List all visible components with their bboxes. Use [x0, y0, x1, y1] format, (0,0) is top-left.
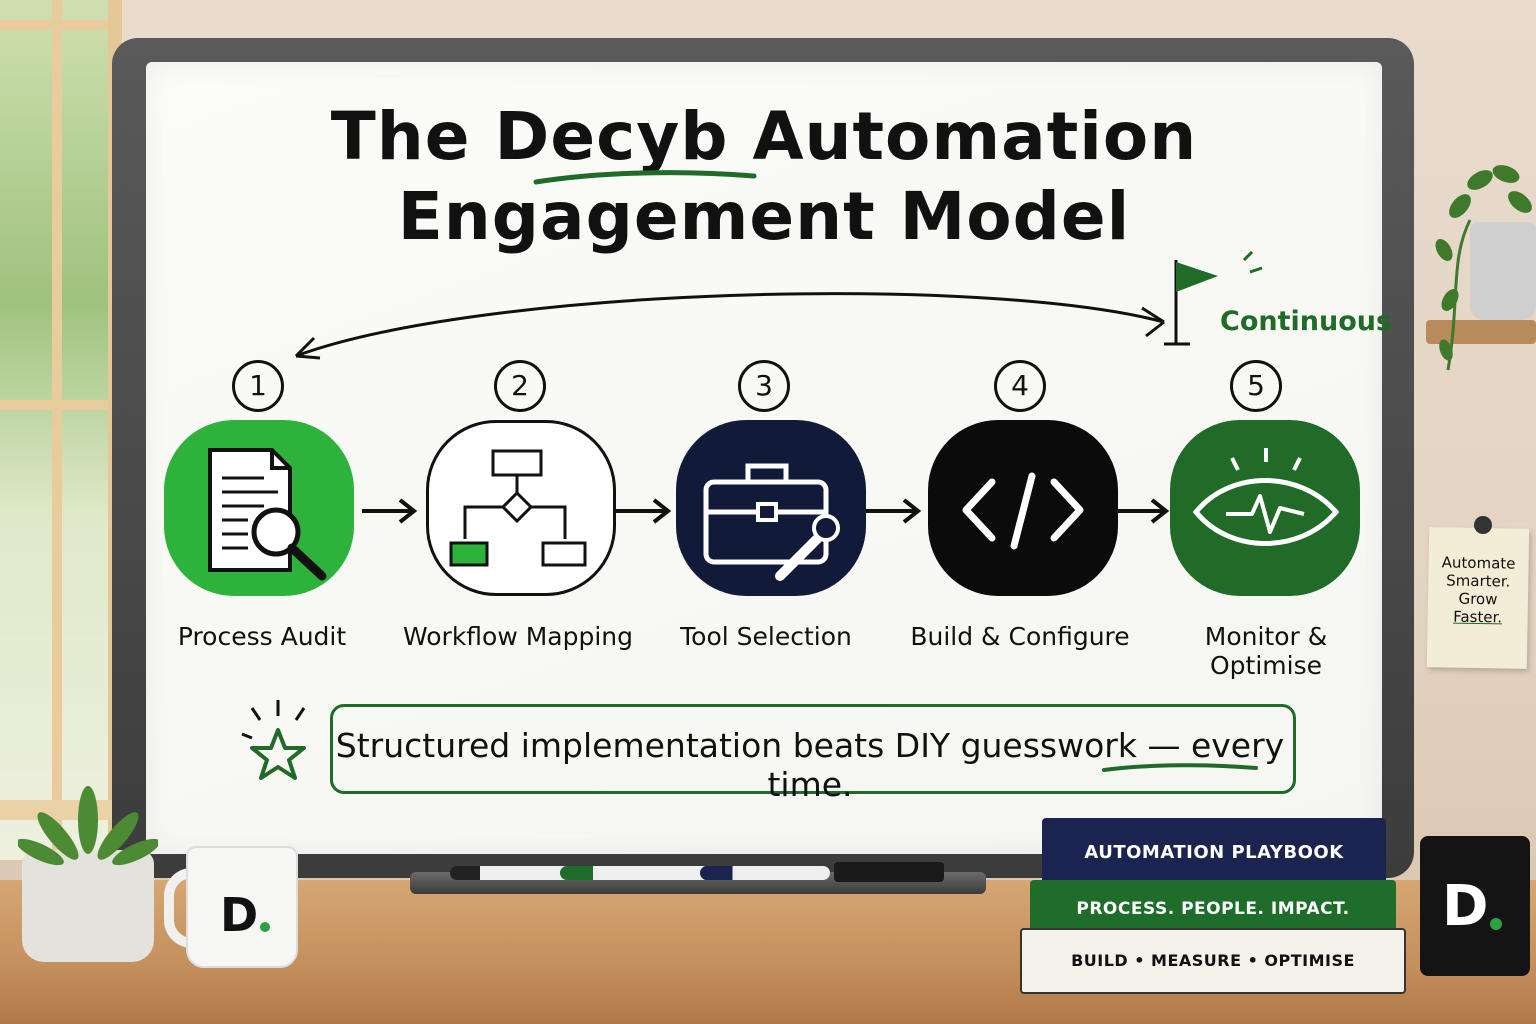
step-label: Monitor & Optimise — [1204, 622, 1328, 680]
title-line-1: The Decyb Automation — [330, 98, 1198, 175]
hanging-plant-icon — [1435, 165, 1532, 371]
eraser — [834, 862, 944, 882]
sticky-note-line: Smarter. — [1446, 571, 1511, 591]
window-mullion — [0, 20, 108, 30]
continuous-label: Continuous — [1220, 306, 1393, 337]
marker-green — [560, 866, 710, 880]
step-workflow-mapping — [426, 420, 616, 596]
sticky-note: Automate Smarter. Grow Faster. — [1426, 527, 1530, 669]
logo-dot — [260, 922, 270, 932]
arrow-right-icon — [616, 498, 672, 524]
step-number: 1 — [232, 360, 284, 412]
step-label: Workflow Mapping — [402, 622, 634, 651]
title-underline — [533, 170, 757, 185]
flowchart-icon — [449, 449, 587, 567]
step-number: 4 — [994, 360, 1046, 412]
slogan-text: Structured implementation beats DIY gues… — [335, 726, 1285, 804]
book-title: BUILD • MEASURE • OPTIMISE — [1071, 951, 1355, 970]
mug-logo: D — [220, 888, 259, 942]
step-number: 3 — [738, 360, 790, 412]
star-icon — [241, 700, 306, 780]
slogan-box — [330, 704, 1296, 794]
book-automation-playbook: AUTOMATION PLAYBOOK — [1042, 818, 1386, 888]
logo-cube: D — [1420, 836, 1530, 976]
succulent-pot — [22, 850, 154, 962]
sticky-note-line: Faster. — [1453, 607, 1503, 627]
window-mullion — [0, 400, 108, 410]
arrow-right-icon — [1114, 498, 1170, 524]
sticky-note-line: Grow — [1458, 589, 1498, 609]
arrow-right-icon — [866, 498, 922, 524]
step-number: 5 — [1230, 360, 1282, 412]
step-monitor-optimise — [1170, 420, 1360, 596]
marker-blue — [700, 866, 830, 880]
shelf-plant-pot — [1470, 222, 1536, 320]
eye-pulse-icon — [1192, 448, 1340, 546]
book-build-measure-optimise: BUILD • MEASURE • OPTIMISE — [1020, 928, 1406, 994]
cycle-arrow — [294, 292, 1165, 360]
logo-dot — [1490, 918, 1502, 930]
slogan-underline — [1102, 763, 1258, 772]
sticky-note-line: Automate — [1441, 553, 1516, 573]
step-label: Build & Configure — [910, 622, 1130, 651]
succulent-icon — [18, 786, 158, 866]
step-number: 2 — [494, 360, 546, 412]
step-label: Process Audit — [177, 622, 347, 651]
pushpin-icon — [1474, 516, 1492, 534]
mug: D — [186, 846, 298, 968]
toolbox-wrench-icon — [703, 463, 840, 581]
arrow-right-icon — [362, 498, 418, 524]
marker-tray — [410, 862, 986, 894]
step-tool-selection — [676, 420, 866, 596]
flag-icon — [1164, 250, 1263, 346]
document-search-icon — [208, 448, 327, 581]
step-label: Tool Selection — [680, 622, 852, 651]
title-line-2: Engagement Model — [397, 178, 1131, 255]
step-build-configure — [928, 420, 1118, 596]
cube-logo: D — [1442, 874, 1489, 939]
window-mullion — [52, 0, 62, 860]
book-title: AUTOMATION PLAYBOOK — [1084, 842, 1344, 863]
book-title: PROCESS. PEOPLE. IMPACT. — [1076, 899, 1350, 919]
step-process-audit — [164, 420, 354, 596]
window — [0, 0, 122, 860]
code-brackets-icon — [962, 472, 1084, 550]
